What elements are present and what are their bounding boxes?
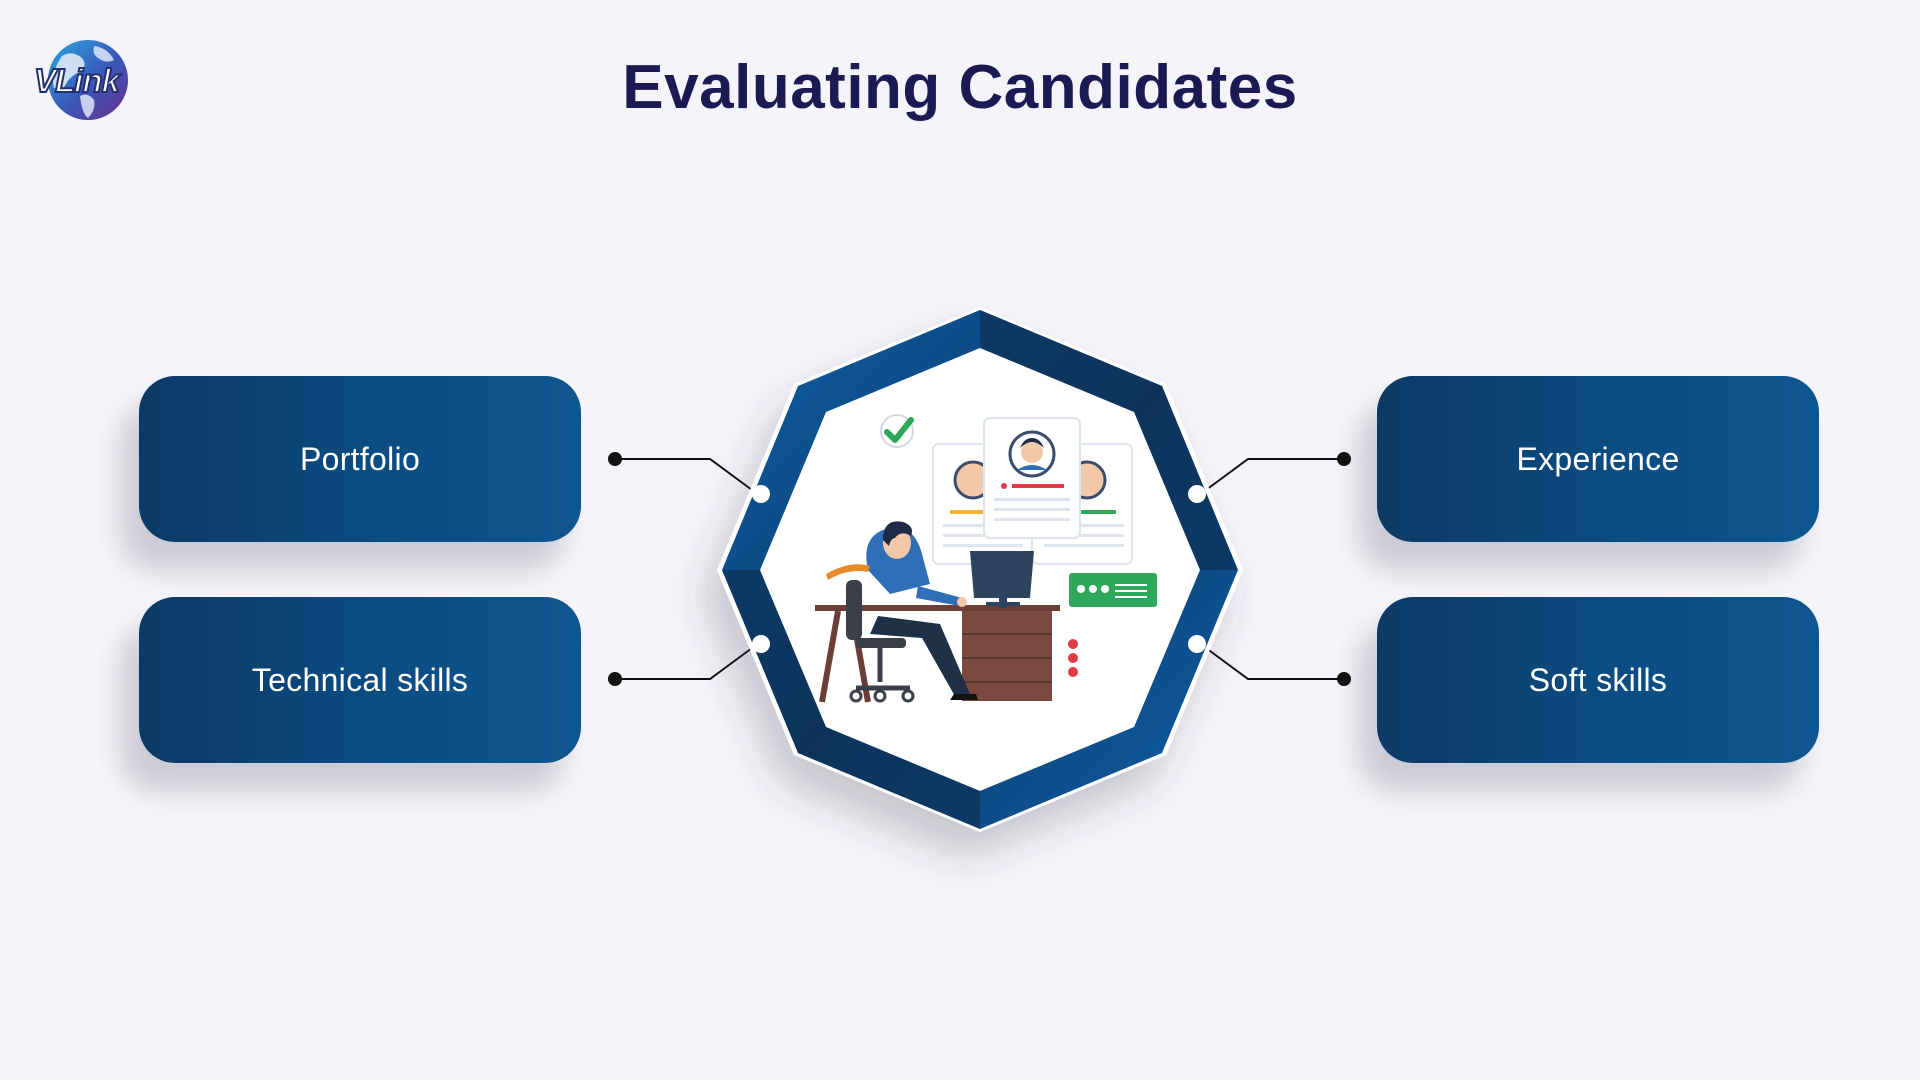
person-icon xyxy=(826,521,978,700)
globe-icon xyxy=(48,40,128,120)
card-experience: Experience xyxy=(1377,376,1819,542)
monitor-icon xyxy=(970,551,1034,608)
frame-dot-technical xyxy=(752,635,770,653)
card-technical-skills: Technical skills xyxy=(139,597,581,763)
card-label-technical-skills: Technical skills xyxy=(251,661,469,698)
card-soft-skills: Soft skills xyxy=(1377,597,1819,763)
vlink-logo: VLink xyxy=(32,34,162,126)
connector-technical xyxy=(608,647,753,686)
frame-dot-soft xyxy=(1188,635,1206,653)
recruiter-illustration xyxy=(815,414,1157,703)
connector-experience xyxy=(1205,452,1351,491)
card-label-portfolio: Portfolio xyxy=(299,440,421,477)
office-chair-icon xyxy=(846,580,915,703)
status-badge-icon xyxy=(1069,573,1157,607)
card-portfolio: Portfolio xyxy=(139,376,581,542)
logo-text: VLink xyxy=(33,61,121,100)
check-icon xyxy=(880,414,914,448)
card-label-experience: Experience xyxy=(1516,440,1680,477)
red-dots-icon xyxy=(1068,639,1078,677)
connector-portfolio xyxy=(608,452,753,491)
connector-soft xyxy=(1205,647,1351,686)
card-label-soft-skills: Soft skills xyxy=(1528,661,1668,698)
desk-icon xyxy=(815,605,1060,703)
resume-card-center xyxy=(983,417,1081,539)
frame-dot-portfolio xyxy=(752,485,770,503)
frame-dot-experience xyxy=(1188,485,1206,503)
page-title: Evaluating Candidates xyxy=(622,53,1298,122)
